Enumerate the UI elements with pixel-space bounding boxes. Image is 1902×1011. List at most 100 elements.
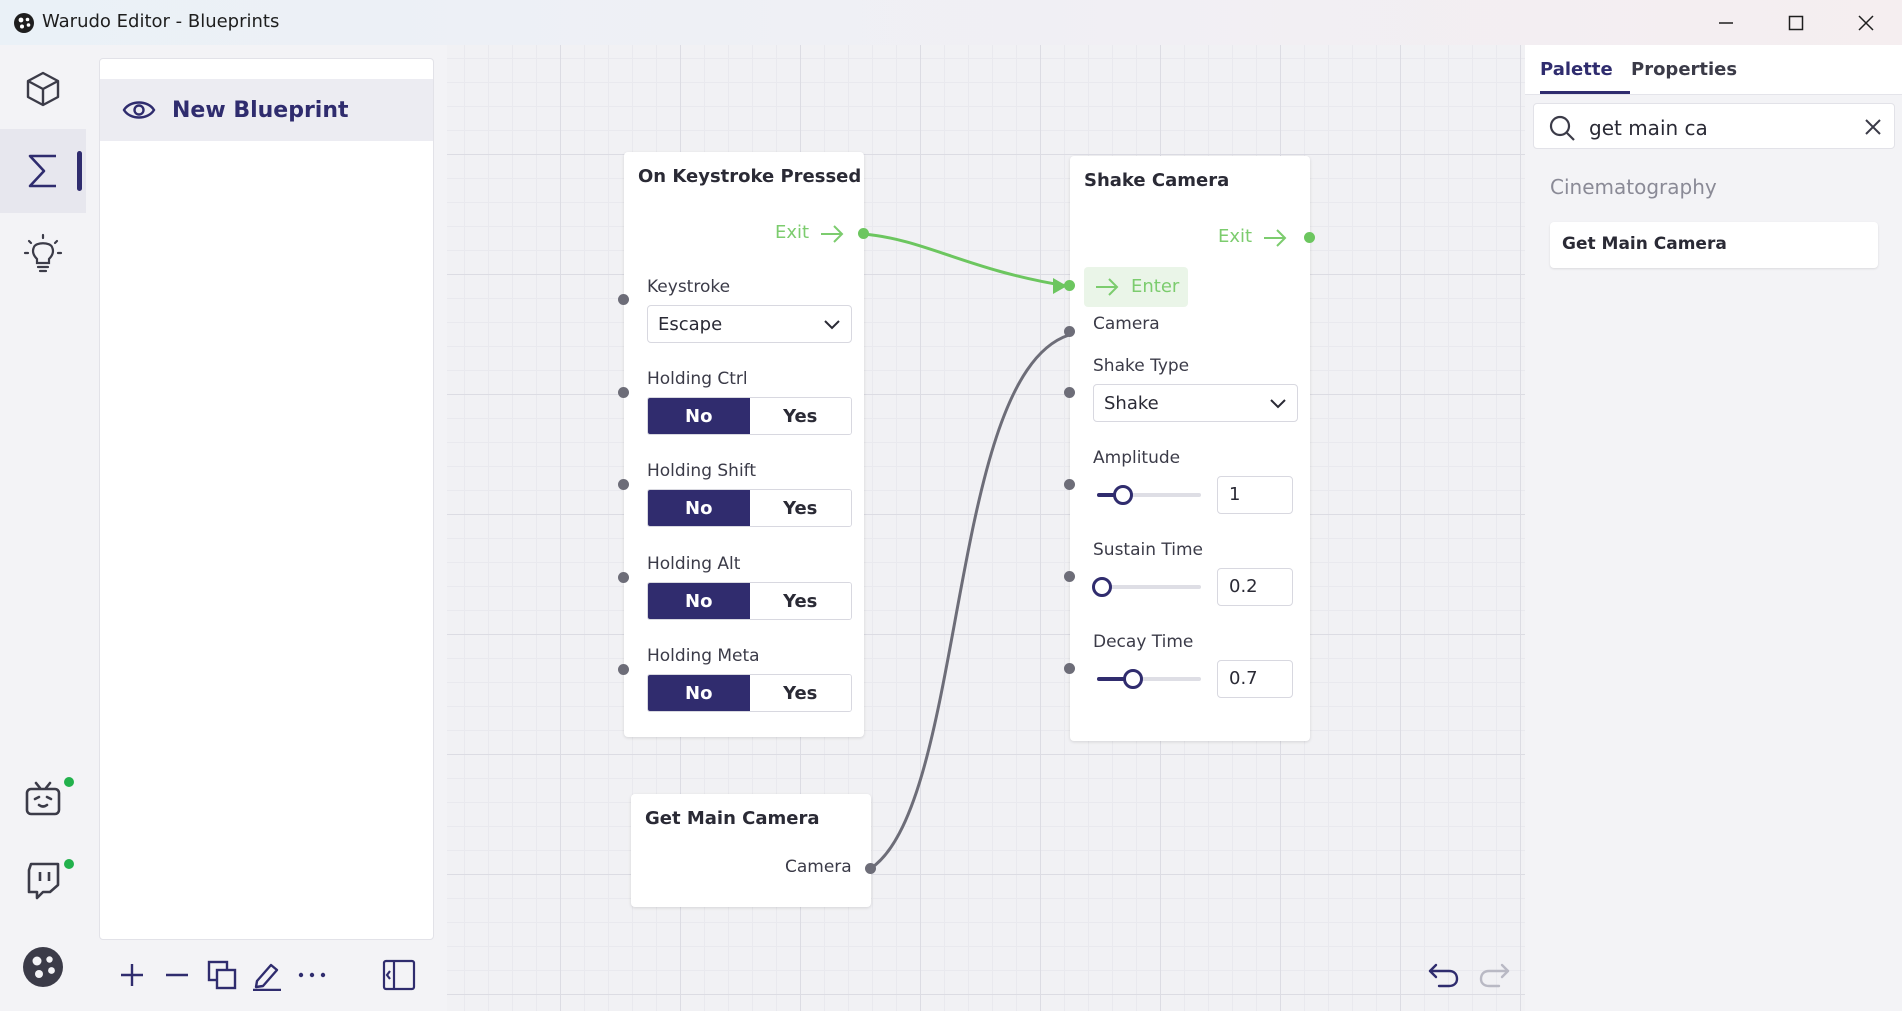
- amplitude-port[interactable]: [1064, 479, 1075, 490]
- redo-button[interactable]: [1475, 955, 1515, 995]
- rail-item-blueprints[interactable]: [0, 129, 86, 213]
- warudo-logo-icon: [23, 947, 63, 987]
- undo-icon: [1428, 963, 1459, 988]
- holding-shift-yes[interactable]: Yes: [749, 490, 851, 526]
- decay-time-slider[interactable]: [1097, 669, 1201, 689]
- twitch-status-dot: [64, 859, 74, 869]
- close-window-button[interactable]: [1831, 0, 1901, 45]
- more-options-button[interactable]: [292, 950, 332, 1000]
- add-blueprint-button[interactable]: [112, 950, 152, 1000]
- arrow-right-icon: [1264, 229, 1287, 247]
- holding-alt-toggle[interactable]: No Yes: [647, 582, 852, 620]
- palette-search-input[interactable]: get main ca: [1533, 103, 1895, 149]
- remove-blueprint-button[interactable]: [157, 950, 197, 1000]
- rename-blueprint-button[interactable]: [247, 950, 287, 1000]
- rail-item-warudo[interactable]: [0, 925, 86, 1009]
- holding-meta-toggle[interactable]: No Yes: [647, 674, 852, 712]
- keystroke-dropdown-value: Escape: [658, 314, 723, 335]
- holding-ctrl-yes[interactable]: Yes: [749, 398, 851, 434]
- shake-exit-port[interactable]: [1304, 232, 1315, 243]
- clear-search-icon[interactable]: [1864, 118, 1882, 136]
- amplitude-label: Amplitude: [1093, 448, 1181, 468]
- cube-icon: [26, 71, 60, 107]
- amplitude-slider-thumb[interactable]: [1113, 485, 1133, 505]
- shake-type-label: Shake Type: [1093, 356, 1190, 376]
- keystroke-node-title: On Keystroke Pressed: [638, 166, 862, 187]
- panel-tabs: Palette Properties: [1525, 45, 1902, 95]
- duplicate-blueprint-button[interactable]: [202, 950, 242, 1000]
- flow-wire-arrow: [1053, 278, 1067, 294]
- window-title: Warudo Editor - Blueprints: [42, 11, 280, 32]
- blueprint-canvas[interactable]: On Keystroke Pressed Exit Keystroke Esca…: [447, 45, 1525, 1011]
- maximize-button[interactable]: [1761, 0, 1831, 45]
- rail-item-twitch[interactable]: [0, 839, 86, 923]
- amplitude-slider[interactable]: [1097, 485, 1201, 505]
- tab-properties[interactable]: Properties: [1631, 59, 1738, 80]
- sustain-time-port[interactable]: [1064, 571, 1075, 582]
- blueprint-item-new-blueprint[interactable]: New Blueprint: [100, 79, 433, 141]
- shake-enter-label: Enter: [1131, 276, 1180, 297]
- keystroke-exit-label: Exit: [775, 222, 810, 243]
- holding-alt-yes[interactable]: Yes: [749, 583, 851, 619]
- holding-alt-no[interactable]: No: [648, 583, 750, 619]
- collapse-panel-icon: [382, 959, 416, 991]
- shake-camera-input-port[interactable]: [1064, 326, 1075, 337]
- holding-meta-no[interactable]: No: [648, 675, 750, 711]
- decay-time-input[interactable]: 0.7: [1217, 660, 1293, 698]
- holding-alt-label: Holding Alt: [647, 554, 741, 574]
- active-tab-indicator: [1540, 91, 1630, 94]
- palette-section-heading: Cinematography: [1550, 175, 1717, 199]
- holding-ctrl-toggle[interactable]: No Yes: [647, 397, 852, 435]
- shake-camera-node[interactable]: Shake Camera Exit Enter Camera Shake Typ…: [1064, 156, 1315, 741]
- shake-enter-port[interactable]: [1064, 280, 1075, 291]
- shake-type-value: Shake: [1104, 393, 1159, 414]
- title-bar: Warudo Editor - Blueprints: [0, 0, 1902, 45]
- holding-meta-port[interactable]: [618, 664, 629, 675]
- collapse-panel-button[interactable]: [379, 950, 419, 1000]
- holding-ctrl-no[interactable]: No: [648, 398, 750, 434]
- shake-type-dropdown[interactable]: Shake: [1093, 384, 1298, 422]
- keystroke-node[interactable]: On Keystroke Pressed Exit Keystroke Esca…: [618, 152, 869, 737]
- rail-item-scene[interactable]: [0, 47, 86, 131]
- connection-wires: [863, 232, 1070, 871]
- rail-item-tips[interactable]: [0, 211, 86, 295]
- holding-shift-no[interactable]: No: [648, 490, 750, 526]
- holding-meta-yes[interactable]: Yes: [749, 675, 851, 711]
- holding-shift-toggle[interactable]: No Yes: [647, 489, 852, 527]
- eye-icon[interactable]: [122, 98, 156, 122]
- rail-item-bilibili[interactable]: [0, 757, 86, 841]
- palette-panel: Palette Properties get main ca Cinematog…: [1525, 45, 1902, 1011]
- palette-item-get-main-camera[interactable]: Get Main Camera: [1550, 222, 1878, 268]
- arrow-right-icon: [821, 225, 844, 243]
- minimize-button[interactable]: [1691, 0, 1761, 45]
- get-main-camera-node[interactable]: Get Main Camera Camera: [631, 794, 876, 907]
- keystroke-dropdown[interactable]: Escape: [647, 305, 852, 343]
- holding-alt-port[interactable]: [618, 572, 629, 583]
- lightbulb-icon: [23, 233, 63, 273]
- bilibili-icon: [25, 781, 61, 816]
- keystroke-exit-port[interactable]: [858, 228, 869, 239]
- sustain-time-slider[interactable]: [1092, 577, 1201, 597]
- sustain-time-label: Sustain Time: [1093, 540, 1204, 560]
- decay-time-slider-thumb[interactable]: [1123, 669, 1143, 689]
- holding-shift-port[interactable]: [618, 479, 629, 490]
- undo-button[interactable]: [1423, 955, 1463, 995]
- amplitude-input[interactable]: 1: [1217, 476, 1293, 514]
- camera-output-port[interactable]: [865, 863, 876, 874]
- rename-icon: [253, 963, 281, 991]
- holding-meta-label: Holding Meta: [647, 646, 760, 666]
- decay-time-port[interactable]: [1064, 663, 1075, 674]
- sustain-time-input[interactable]: 0.2: [1217, 568, 1293, 606]
- sustain-time-slider-thumb[interactable]: [1092, 577, 1112, 597]
- warudo-logo-icon: [14, 13, 34, 33]
- shake-camera-node-title: Shake Camera: [1084, 170, 1230, 191]
- holding-ctrl-port[interactable]: [618, 387, 629, 398]
- sigma-icon: [28, 154, 56, 188]
- decay-time-slider-fill: [1097, 677, 1133, 681]
- shake-type-port[interactable]: [1064, 387, 1075, 398]
- keystroke-input-port[interactable]: [618, 294, 629, 305]
- tab-palette[interactable]: Palette: [1540, 59, 1613, 80]
- get-main-camera-node-title: Get Main Camera: [645, 808, 820, 829]
- decay-time-label: Decay Time: [1093, 632, 1194, 652]
- shake-exit-label: Exit: [1218, 226, 1253, 247]
